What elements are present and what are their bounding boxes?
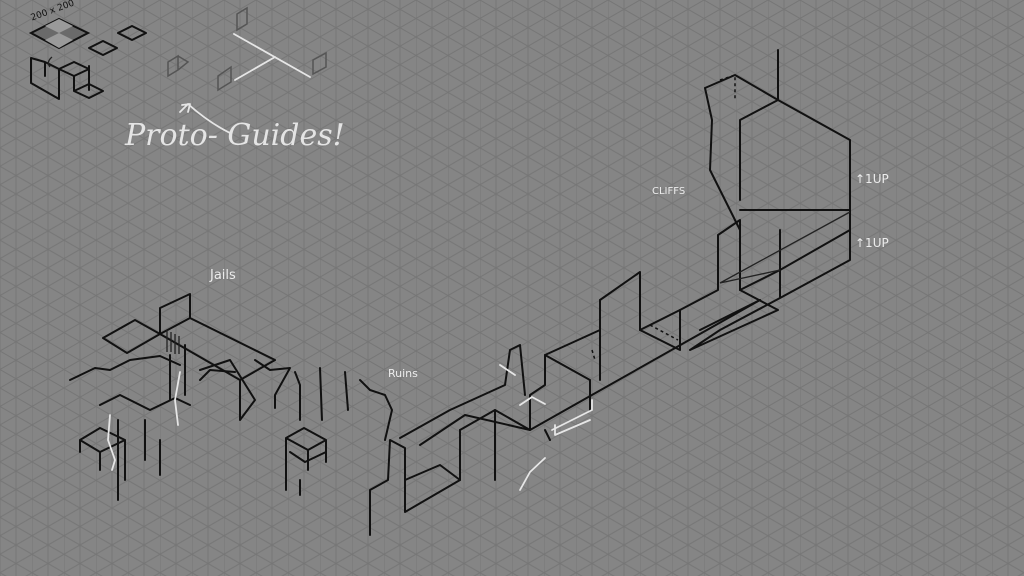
cliffs-label: CLIFFS <box>652 186 686 197</box>
tile-legend <box>28 17 147 100</box>
proto-guides-label: Proto- Guides! <box>125 118 345 153</box>
ruins-label: Ruins <box>388 367 418 380</box>
one-up-bottom-label: ↑1UP <box>855 236 889 250</box>
jails-structure <box>69 293 393 501</box>
jails-label: Jails <box>210 268 236 283</box>
one-up-top-label: ↑1UP <box>855 172 889 186</box>
proto-guides <box>167 6 327 134</box>
ruins-cliffs-structure <box>369 49 851 536</box>
